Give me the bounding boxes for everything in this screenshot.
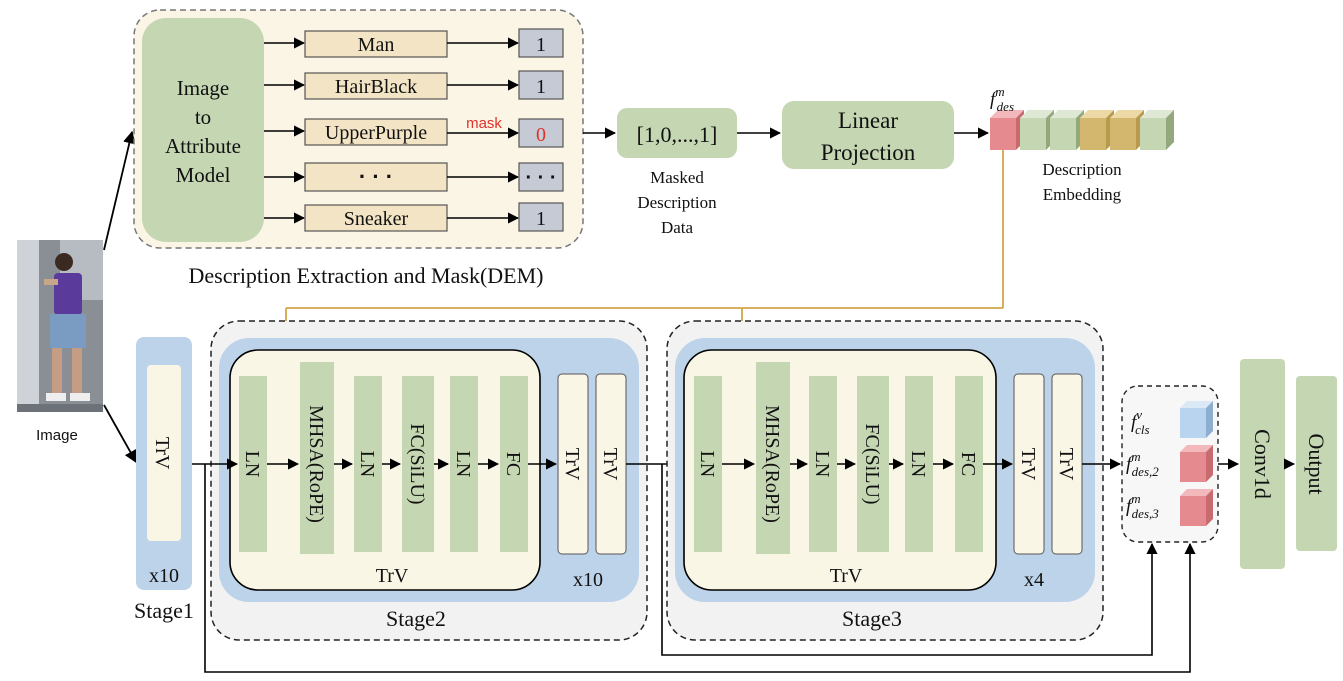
stage3-layer-ln3: LN — [907, 451, 929, 478]
masked-caption-line-1: Masked — [650, 168, 704, 187]
attribute-row-ellipsis: · · · · · · — [264, 162, 564, 192]
stage3-inner-title: TrV — [830, 565, 863, 587]
attribute-model-label: Image to Attribute Model — [165, 76, 241, 187]
stage3-layer-ln2: LN — [811, 451, 833, 478]
stage1-repeat: x10 — [149, 565, 179, 587]
linear-projection-line-2: Projection — [821, 140, 916, 165]
stage2-layers — [239, 362, 528, 554]
stage3-repeat: x4 — [1024, 569, 1044, 591]
stage2-layer-ln2: LN — [356, 451, 378, 478]
image-to-stage1-arrow — [103, 404, 137, 464]
stage3-trv-label-1: TrV — [1017, 448, 1039, 481]
feature-des2-sup: m — [1131, 449, 1140, 464]
image-to-dem-arrow — [103, 130, 136, 251]
conv1d-box — [1240, 359, 1285, 569]
stage2-trv-label-1: TrV — [561, 448, 583, 481]
embedding-caption-line-2: Embedding — [1043, 185, 1122, 204]
linear-projection-line-1: Linear — [838, 108, 898, 133]
stage3-inner-trv — [683, 349, 997, 591]
masked-caption-line-2: Description — [637, 193, 717, 212]
masked-caption-line-3: Data — [661, 218, 694, 237]
stage3-layer-mhsa: MHSA(RoPE) — [761, 405, 783, 523]
attribute-model-line-4: Model — [176, 163, 231, 187]
stage2-layer-labels: LN MHSA(RoPE) LN FC(SiLU) LN FC — [241, 405, 524, 523]
stage2-inner-trv — [229, 349, 541, 591]
attribute-model-box — [142, 18, 264, 242]
dem-title: Description Extraction and Mask(DEM) — [189, 263, 544, 288]
feature-des3-sup: m — [1131, 491, 1140, 506]
stage3-layer-labels: LN MHSA(RoPE) LN FC(SiLU) LN FC — [696, 405, 979, 523]
description-embedding-cubes — [990, 110, 1174, 150]
attribute-rows: Man 1 HairBlack 1 UpperPurple mask 0 · ·… — [264, 28, 564, 232]
attribute-label-upperpurple: UpperPurple — [325, 122, 427, 144]
stage2-inner-title: TrV — [376, 565, 409, 587]
attribute-label-hairblack: HairBlack — [335, 76, 417, 98]
attribute-value-man: 1 — [536, 34, 546, 56]
stage2-layer-fc: FC — [502, 452, 524, 476]
feature-cls-sub: cls — [1135, 422, 1149, 437]
attribute-label-ellipsis: · · · — [359, 164, 393, 189]
output-label: Output — [1304, 433, 1329, 494]
feature-des2-sub: des,2 — [1132, 464, 1160, 479]
stage1-title: Stage1 — [134, 598, 194, 623]
attribute-row-hairblack: HairBlack 1 — [264, 70, 564, 100]
feature-des2-base: f — [1126, 454, 1134, 475]
stage3-layer-fc-silu: FC(SiLU) — [861, 423, 883, 504]
image-caption: Image — [36, 427, 78, 444]
feature-cls-base: f — [1131, 412, 1139, 433]
stage3-trv-label-2: TrV — [1055, 448, 1077, 481]
stage2-repeat: x10 — [573, 569, 603, 591]
attribute-row-upperpurple: UpperPurple mask 0 — [264, 115, 564, 148]
stage2-layer-fc-silu: FC(SiLU) — [406, 423, 428, 504]
stage3-layer-fc: FC — [957, 452, 979, 476]
attribute-row-sneaker: Sneaker 1 — [264, 202, 564, 232]
masked-vector: [1,0,...,1] — [637, 122, 718, 147]
stage3-title: Stage3 — [842, 606, 902, 631]
stage3-layers — [694, 362, 983, 554]
attribute-value-upperpurple: 0 — [536, 124, 546, 146]
embedding-symbol-base: f — [990, 89, 998, 110]
feature-des3-sub: des,3 — [1132, 506, 1160, 521]
attribute-model-line-1: Image — [177, 76, 229, 100]
conv1d-label: Conv1d — [1250, 429, 1275, 499]
feature-cls-sup: v — [1136, 407, 1142, 422]
attribute-label-man: Man — [358, 34, 395, 56]
masked-caption: Masked Description Data — [637, 168, 717, 237]
masked-vector-box — [617, 108, 737, 158]
output-box — [1296, 376, 1337, 551]
embedding-symbol-sub: des — [997, 99, 1014, 114]
attribute-value-hairblack: 1 — [536, 76, 546, 98]
skip-connection-lines — [204, 464, 1196, 673]
stage2-trv-label-2: TrV — [599, 448, 621, 481]
input-image — [17, 240, 103, 412]
stage1-trv-block — [147, 365, 181, 541]
embedding-caption-line-1: Description — [1042, 160, 1122, 179]
embedding-symbol-sup: m — [995, 84, 1004, 99]
stage3-trv-block-1 — [1013, 373, 1045, 555]
attribute-model-line-2: to — [195, 105, 211, 129]
attribute-label-sneaker: Sneaker — [344, 208, 409, 230]
feature-des3-base: f — [1126, 496, 1134, 517]
stage2-title: Stage2 — [386, 606, 446, 631]
stage2-layer-ln1: LN — [241, 451, 263, 478]
attribute-value-sneaker: 1 — [536, 208, 546, 230]
attribute-value-ellipsis: · · · — [525, 167, 556, 189]
stage2-layer-mhsa: MHSA(RoPE) — [305, 405, 327, 523]
stage2-layer-ln3: LN — [452, 451, 474, 478]
stage2-trv-block-1 — [557, 373, 589, 555]
attribute-row-man: Man 1 — [264, 28, 564, 58]
linear-projection-box — [782, 101, 954, 169]
stage3-layer-ln1: LN — [696, 451, 718, 478]
stage1-trv-label: TrV — [151, 437, 173, 470]
attribute-model-line-3: Attribute — [165, 134, 241, 158]
mask-label: mask — [466, 115, 502, 132]
